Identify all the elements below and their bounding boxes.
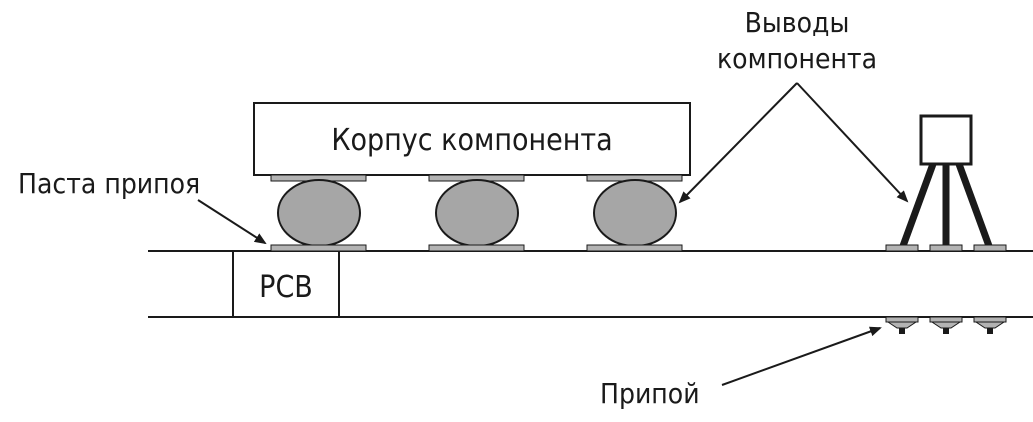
component-lead — [899, 162, 937, 248]
component-lead — [955, 162, 993, 248]
solder-joint — [929, 316, 963, 334]
component-leads-label-line1: Выводы — [745, 6, 850, 39]
leads-arrow-right — [796, 82, 909, 203]
through-hole-component-body — [919, 114, 973, 166]
solder-arrow — [721, 326, 882, 386]
pcb-label-box — [232, 250, 340, 318]
pcb-pad — [428, 244, 525, 252]
solder-ball — [593, 179, 677, 247]
solder-paste-arrow — [197, 199, 267, 245]
solder-ball — [277, 179, 361, 247]
lead-pad — [929, 244, 963, 252]
solder-joint — [973, 316, 1007, 334]
solder-label: Припой — [600, 377, 700, 410]
component-body-label: Корпус компонента — [331, 123, 612, 158]
lead-pad — [885, 244, 919, 252]
solder-paste-label: Паста припоя — [18, 167, 200, 200]
pcb-label: PCB — [259, 270, 313, 305]
component-leads-label-line2: компонента — [717, 42, 877, 75]
solder-ball — [435, 179, 519, 247]
component-body — [253, 102, 691, 176]
leads-arrow-left — [678, 82, 798, 204]
lead-pad — [973, 244, 1007, 252]
solder-joint — [885, 316, 919, 334]
pcb-pad — [270, 244, 367, 252]
pcb-pad — [586, 244, 683, 252]
